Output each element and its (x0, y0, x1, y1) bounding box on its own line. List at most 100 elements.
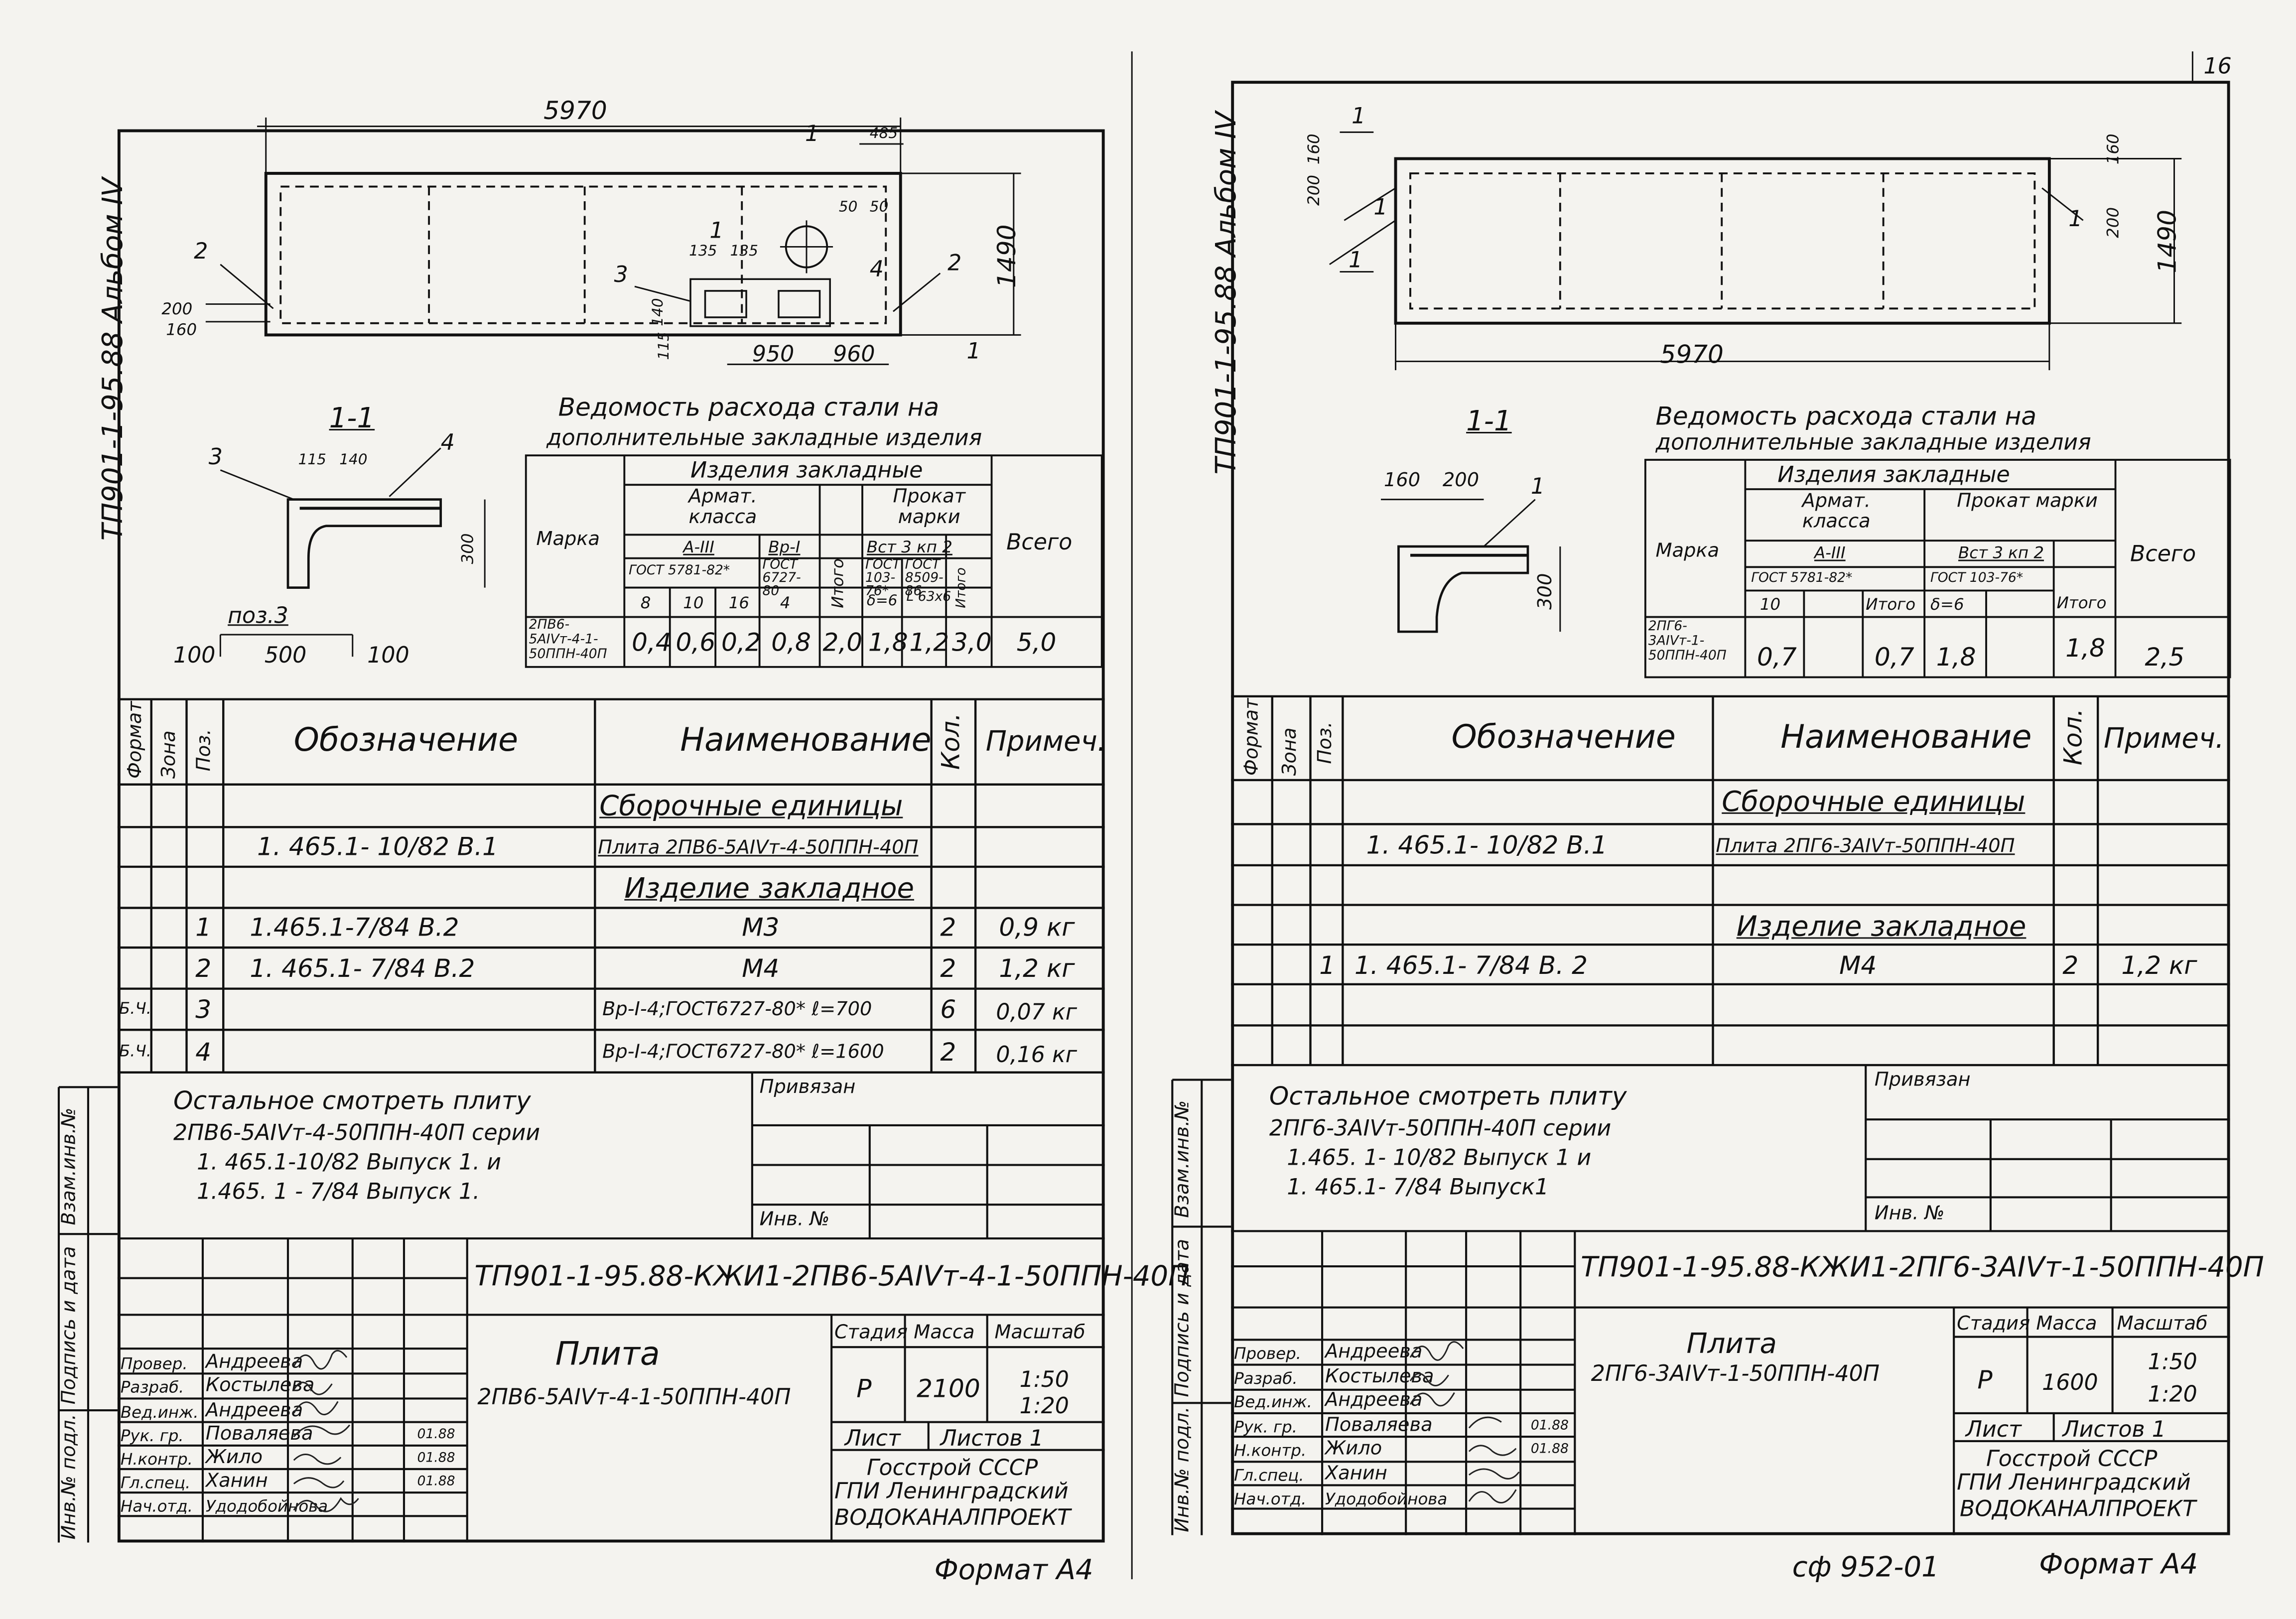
left-steel-v-total: 5,0 (1016, 629, 1057, 659)
left-note-1: Остальное смотреть плиту (173, 1087, 531, 1117)
left-steel-row-mark: 2ПВ6-5АIVт-4-1-50ППН-40П (529, 618, 607, 663)
right-h-stage: Стадия (1957, 1313, 2030, 1336)
right-p2-role: Вед.инж. (1234, 1392, 1312, 1412)
right-p4-name: Жило (1325, 1438, 1382, 1461)
left-mark-1c: 1 (966, 338, 981, 365)
right-spec-r4-name: М4 (1839, 951, 1877, 981)
right-section-title: 1-1 (1466, 405, 1512, 438)
left-scale1: 1:50 (1019, 1366, 1069, 1393)
right-p6-role: Нач.отд. (1234, 1489, 1307, 1509)
right-p4-role: Н.контр. (1234, 1441, 1307, 1461)
left-dim-950: 950 (752, 341, 795, 368)
right-p1-name: Костылева (1325, 1366, 1434, 1388)
left-spec-r3-note: 0,9 кг (999, 914, 1075, 944)
left-dim-135a: 135 (689, 244, 717, 260)
right-steel-h-d10: 10 (1759, 595, 1781, 614)
left-steel-d8: 8 (640, 593, 651, 613)
left-spec-r6-name: Вр-I-4;ГОСТ6727-80* ℓ=1600 (602, 1041, 884, 1064)
left-mark-3: 3 (614, 261, 628, 288)
right-p5-name: Ханин (1325, 1463, 1387, 1485)
left-scale2: 1:20 (1019, 1392, 1069, 1419)
left-spec-r1-name: Плита 2ПВ6-5АIVт-4-50ППН-40П (598, 837, 919, 860)
left-section-mark4: 4 (440, 429, 455, 456)
right-steel-h-gost3: ГОСТ 103-76* (1930, 571, 2024, 586)
left-steel-h-vr1: Вр-I (768, 538, 801, 557)
left-pos-right: 100 (367, 642, 409, 669)
left-p5-name: Ханин (205, 1470, 268, 1493)
left-spec-r3-qty: 2 (940, 914, 956, 944)
left-spec-r3-name: М3 (742, 914, 780, 944)
right-section-160: 160 (1383, 470, 1421, 492)
left-section-mark3: 3 (208, 443, 223, 470)
left-spec-r4-note: 1,2 кг (999, 954, 1075, 984)
left-h-stage: Стадия (834, 1322, 908, 1345)
right-title-subname: 2ПГ6-3АIVт-1-50ППН-40П (1591, 1360, 1880, 1387)
left-dim-50b: 50 (869, 200, 889, 216)
left-org1: Госстрой СССР (866, 1454, 1038, 1481)
right-section-200: 200 (1442, 470, 1480, 492)
left-p5-date: 01.88 (417, 1475, 455, 1490)
right-steel-caption-2: дополнительные закладные изделия (1655, 429, 2091, 456)
right-spec-r4-note: 1,2 кг (2121, 951, 2197, 981)
left-steel-h-armat: Армат. класса (688, 486, 757, 529)
right-sheet-frame (1231, 81, 2230, 1535)
left-steel-d16: 16 (728, 593, 749, 613)
right-title-grid (1231, 1231, 2230, 1535)
right-steel-v-10: 0,7 (1757, 643, 1797, 673)
right-spec-grid (1231, 695, 2230, 1067)
right-spec-r4-qty: 2 (2062, 951, 2079, 981)
left-note-2: 2ПВ6-5АIVт-4-50ППН-40П серии (173, 1119, 540, 1146)
left-steel-h-products: Изделия закладные (690, 457, 923, 484)
right-spec-r3-name: Изделие закладное (1736, 911, 2026, 944)
right-steel-h-d6: δ=6 (1930, 595, 1964, 614)
right-mark-1d: 1 (2068, 205, 2083, 232)
left-pos-label: поз.3 (228, 602, 288, 629)
left-spec-r4-designation: 1. 465.1- 7/84 В.2 (250, 954, 475, 984)
left-p1-role: Разраб. (120, 1378, 184, 1397)
left-spec-r5-format: Б.Ч. (119, 999, 152, 1018)
right-privyazan: Привязан (1874, 1069, 1971, 1092)
left-spec-r2-name: Изделие закладное (624, 872, 915, 905)
right-mark-1b: 1 (1349, 247, 1363, 273)
left-spec-r4-qty: 2 (940, 954, 956, 984)
right-mark-1a: 1 (1351, 103, 1366, 130)
right-p3-role: Рук. гр. (1234, 1417, 1298, 1437)
left-spec-h-note: Примеч. (985, 725, 1106, 758)
right-p3-name: Поваляева (1325, 1414, 1433, 1437)
left-spec-r6-pos: 4 (195, 1038, 212, 1068)
right-steel-h-marka: Марка (1655, 540, 1720, 563)
left-h-mass: Масса (914, 1322, 975, 1345)
left-steel-h-gost1: ГОСТ 5781-82* (629, 564, 730, 579)
left-p5-role: Гл.спец. (120, 1473, 191, 1493)
left-dim-960: 960 (833, 341, 875, 368)
right-dim-length: 5970 (1660, 341, 1724, 371)
left-spec-r6-note: 0,16 кг (996, 1041, 1077, 1068)
right-section-drawing (1381, 499, 1561, 633)
right-signatures (1409, 1341, 1520, 1503)
right-sheets: Листов 1 (2062, 1416, 2166, 1443)
left-title-name: Плита (555, 1337, 660, 1374)
right-p4-date: 01.88 (1530, 1442, 1569, 1458)
right-spec-r4-pos: 1 (1319, 951, 1336, 981)
left-p2-role: Вед.инж. (120, 1403, 199, 1422)
left-steel-h-total: Всего (1006, 529, 1073, 555)
left-mass: 2100 (917, 1375, 980, 1405)
right-h-scale: Масштаб (2117, 1313, 2208, 1336)
left-steel-h-gost2: ГОСТ 6727-80 (762, 558, 801, 600)
left-p3-role: Рук. гр. (120, 1426, 184, 1446)
right-spec-h-name: Наименование (1780, 720, 2032, 757)
right-steel-h-vst: Вст 3 кп 2 (1958, 543, 2044, 563)
left-steel-v-d6: 1,8 (868, 629, 908, 659)
left-steel-d10: 10 (683, 593, 704, 613)
left-spec-r5-pos: 3 (195, 996, 212, 1026)
right-mass: 1600 (2042, 1369, 2098, 1396)
left-spec-r3-designation: 1.465.1-7/84 В.2 (250, 914, 459, 944)
page-number-divider (2191, 51, 2193, 81)
right-spec-r1-name: Плита 2ПГ6-3АIVт-50ППН-40П (1716, 835, 2015, 858)
right-spec-r4-designation: 1. 465.1- 7/84 В. 2 (1354, 951, 1588, 981)
right-steel-h-products: Изделия закладные (1777, 461, 2010, 488)
right-format: Формат А4 (2039, 1548, 2198, 1581)
left-section-title: 1-1 (329, 403, 375, 435)
right-steel-row-mark: 2ПГ6-3АIVт-1-50ППН-40П (1648, 620, 1727, 664)
